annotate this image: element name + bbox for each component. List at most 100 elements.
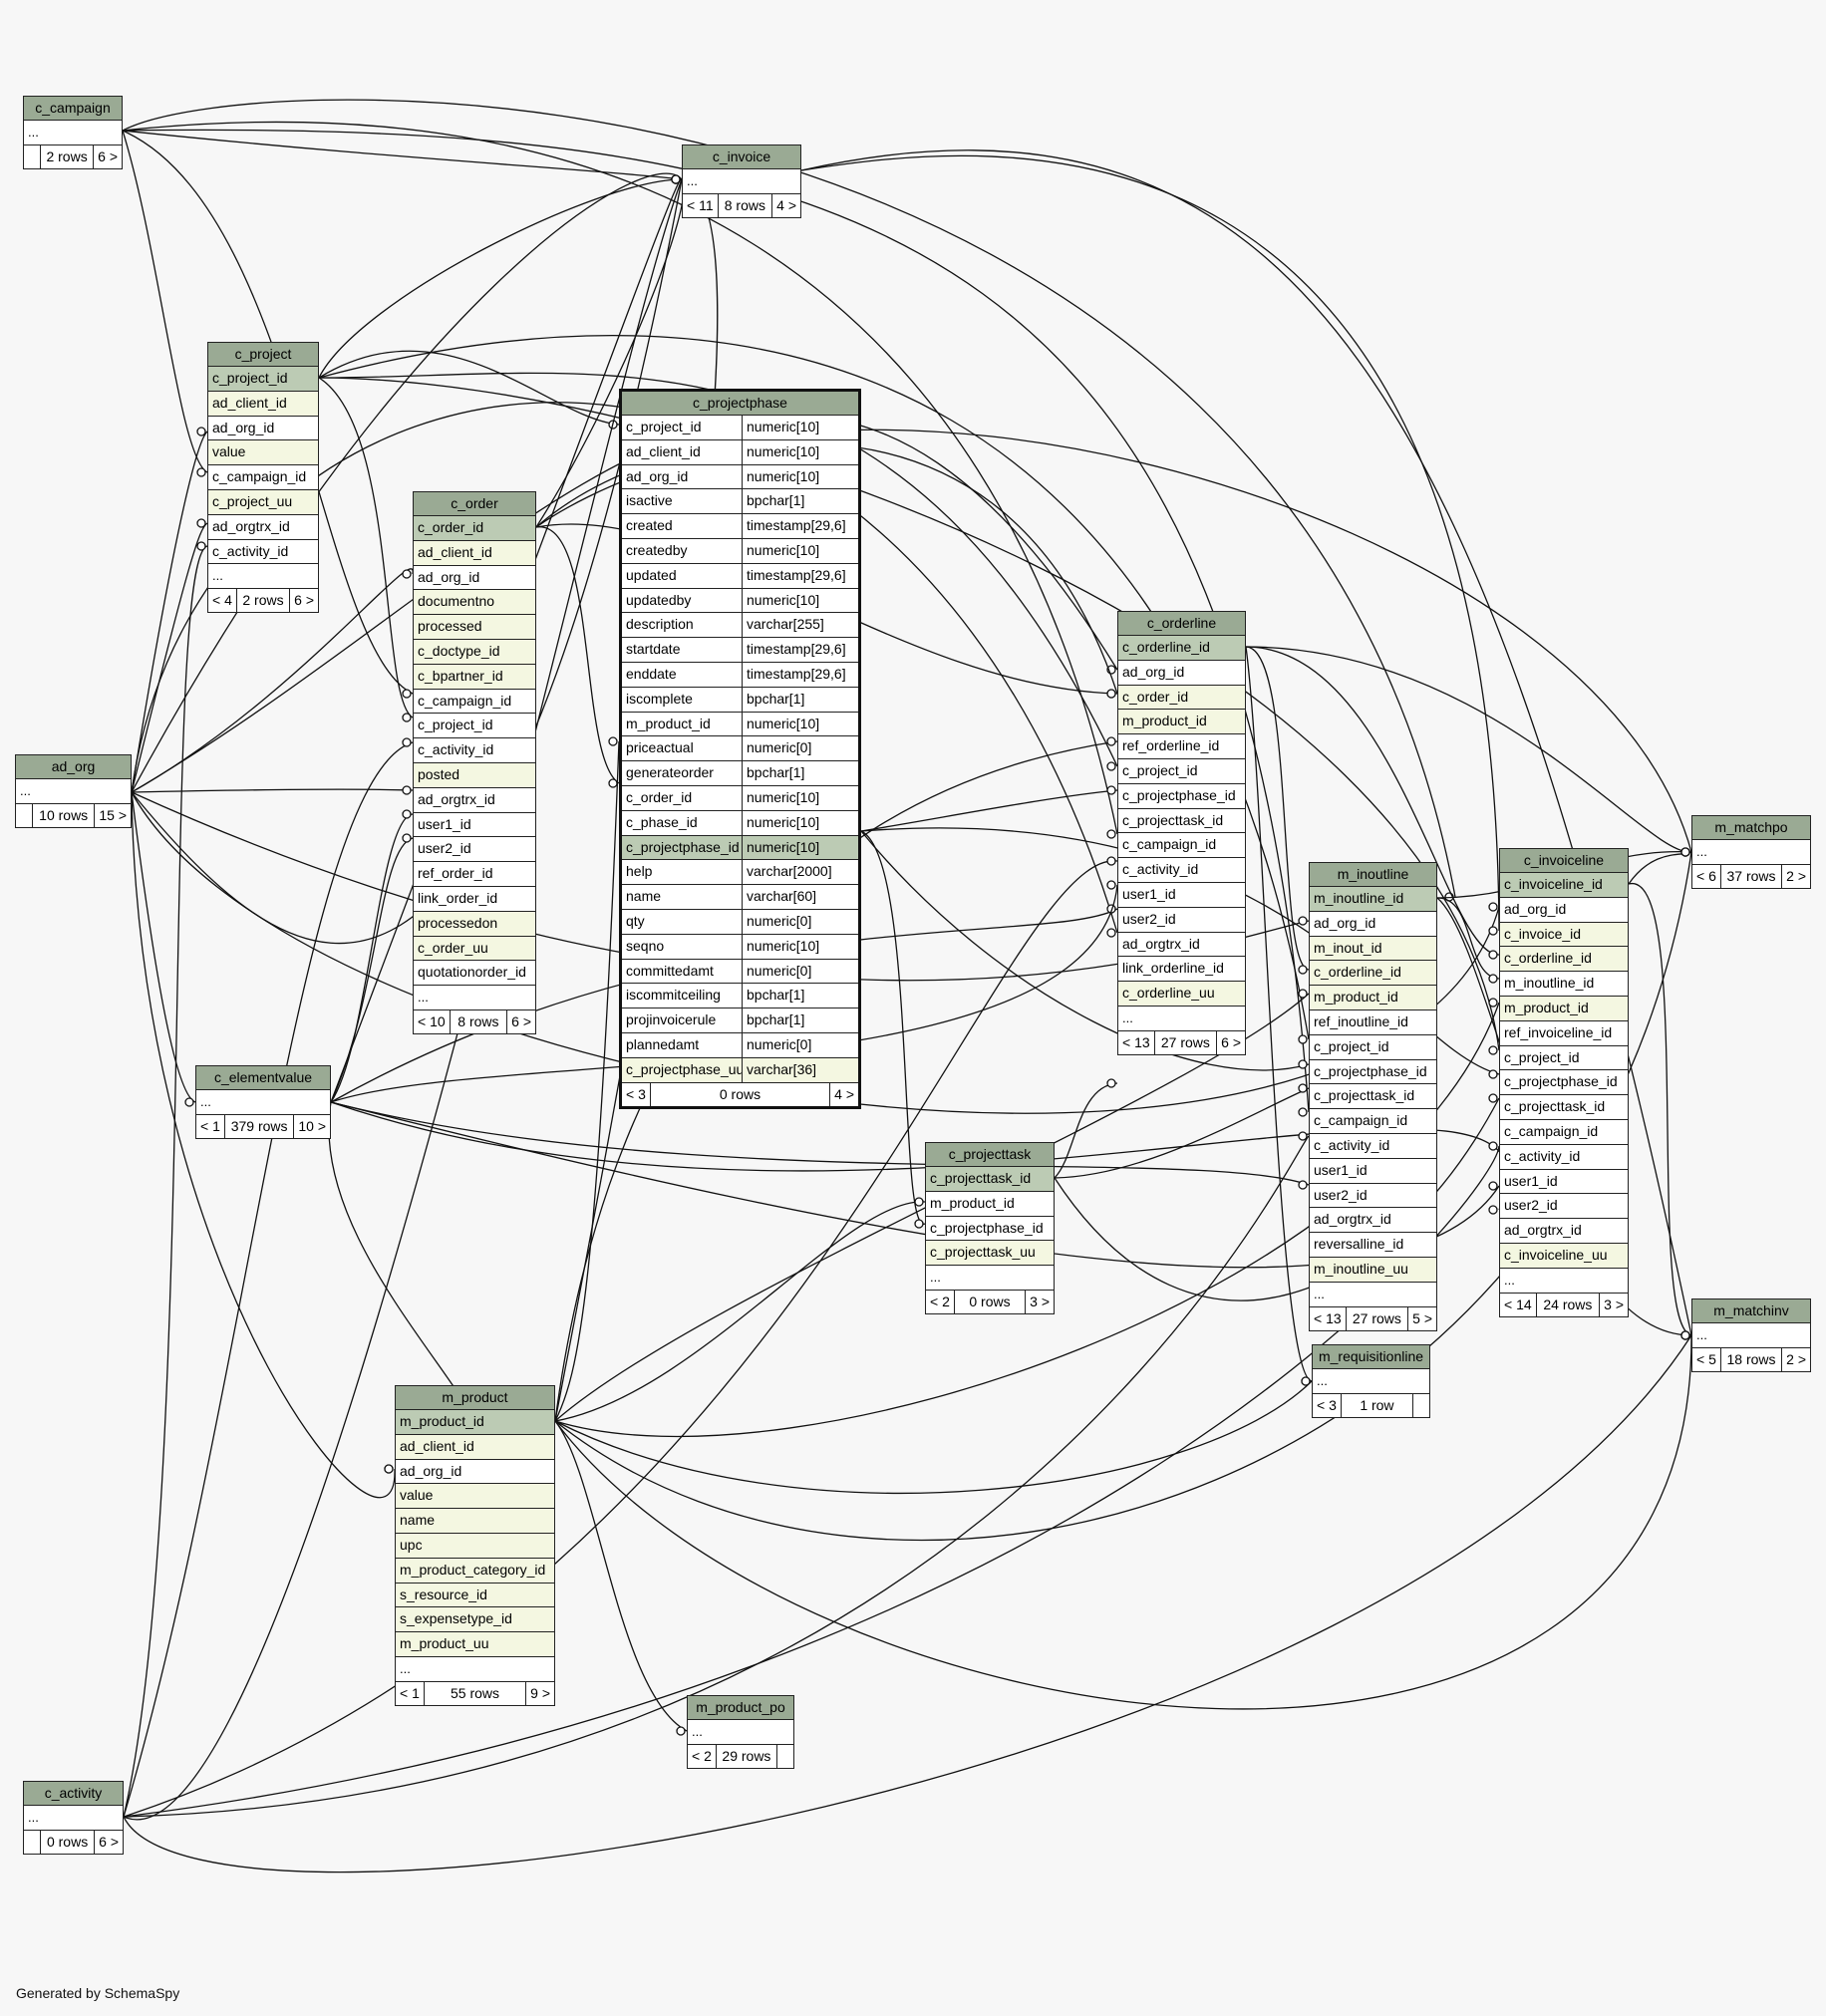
child-count[interactable]: 6 > <box>511 1012 531 1029</box>
child-count[interactable]: 3 > <box>1030 1293 1050 1309</box>
optional-marker <box>1298 1034 1308 1044</box>
parent-count[interactable] <box>24 144 41 168</box>
parent-count[interactable]: < 13 <box>1310 1306 1347 1330</box>
table-column: user1_id <box>1118 883 1245 908</box>
parent-count[interactable]: < 3 <box>1313 1393 1342 1417</box>
row-count[interactable]: 2 rows <box>41 144 95 168</box>
table-name[interactable]: c_orderline <box>1118 612 1245 636</box>
child-count[interactable]: 10 > <box>298 1117 326 1134</box>
parent-count[interactable]: < 3 <box>622 1082 651 1106</box>
child-count[interactable] <box>1413 1394 1429 1417</box>
table-name[interactable]: m_product <box>396 1386 554 1410</box>
parent-count[interactable]: < 1 <box>396 1681 425 1705</box>
table-name[interactable]: c_invoice <box>683 145 800 169</box>
row-count[interactable]: 55 rows <box>425 1681 527 1705</box>
row-count[interactable]: 29 rows <box>717 1744 777 1768</box>
row-count[interactable]: 2 rows <box>237 589 291 613</box>
child-count[interactable]: 6 > <box>1221 1033 1241 1050</box>
row-count[interactable]: 0 rows <box>41 1830 96 1854</box>
child-count[interactable]: 6 > <box>294 592 314 609</box>
table-column: c_orderline_id <box>1500 947 1628 973</box>
table-name[interactable]: c_campaign <box>24 97 122 121</box>
table-name[interactable]: m_matchpo <box>1692 816 1810 840</box>
child-count[interactable]: 3 > <box>1604 1296 1624 1312</box>
child-count[interactable]: 5 > <box>1412 1309 1432 1326</box>
parent-count[interactable]: < 13 <box>1118 1030 1155 1054</box>
parent-count[interactable]: < 1 <box>196 1114 225 1138</box>
row-count[interactable]: 379 rows <box>225 1114 295 1138</box>
child-count[interactable]: 2 > <box>1786 867 1806 884</box>
table-name[interactable]: ad_org <box>16 755 131 779</box>
row-count[interactable]: 27 rows <box>1347 1306 1409 1330</box>
table-name[interactable]: m_requisitionline <box>1313 1345 1429 1369</box>
row-count[interactable]: 8 rows <box>451 1009 508 1033</box>
child-count[interactable]: 4 > <box>834 1085 854 1102</box>
table-name[interactable]: c_projecttask <box>926 1143 1054 1167</box>
table-name[interactable]: m_matchinv <box>1692 1299 1810 1323</box>
row-count[interactable]: 8 rows <box>719 193 773 217</box>
optional-marker <box>402 809 412 819</box>
row-count[interactable]: 0 rows <box>651 1082 831 1106</box>
child-count[interactable] <box>777 1745 793 1768</box>
parent-count[interactable]: < 2 <box>688 1744 717 1768</box>
primary-key-column: c_orderline_id <box>1118 636 1245 661</box>
child-count[interactable]: 6 > <box>98 147 118 164</box>
parent-count[interactable]: < 14 <box>1500 1293 1537 1316</box>
column-name: c_campaign_id <box>1504 1122 1599 1139</box>
parent-count[interactable]: < 10 <box>414 1009 451 1033</box>
table-name[interactable]: m_product_po <box>688 1696 793 1720</box>
parent-count[interactable] <box>16 803 33 827</box>
child-count[interactable]: 2 > <box>1786 1350 1806 1367</box>
table-name[interactable]: c_activity <box>24 1782 123 1806</box>
parent-count[interactable] <box>24 1830 41 1854</box>
parent-count[interactable]: < 4 <box>208 589 237 613</box>
row-count[interactable]: 1 row <box>1342 1393 1413 1417</box>
relationship-edge <box>131 791 396 1499</box>
parent-count[interactable]: < 5 <box>1692 1347 1721 1371</box>
child-count[interactable]: 15 > <box>99 806 127 823</box>
parent-count[interactable]: < 11 <box>683 193 719 217</box>
relationship-edge <box>131 402 1118 934</box>
column-name: value <box>212 443 246 460</box>
child-count[interactable]: 4 > <box>776 196 796 213</box>
child-count[interactable]: 6 > <box>99 1833 119 1850</box>
child-count[interactable]: 9 > <box>530 1684 550 1701</box>
table-column: ad_org_id <box>414 566 535 591</box>
row-count[interactable]: 37 rows <box>1721 864 1783 888</box>
table-name[interactable]: c_order <box>414 492 535 516</box>
parent-count[interactable]: < 2 <box>926 1290 955 1313</box>
table-name[interactable]: c_project <box>208 343 318 367</box>
row-count[interactable]: 0 rows <box>955 1290 1027 1313</box>
table-name[interactable]: c_projectphase <box>622 392 858 416</box>
row-count[interactable]: 10 rows <box>33 803 96 827</box>
column-name: ad_orgtrx_id <box>212 517 290 534</box>
table-name[interactable]: c_invoiceline <box>1500 849 1628 873</box>
table-name[interactable]: c_elementvalue <box>196 1066 330 1090</box>
relationship-edge <box>122 121 1118 835</box>
column-type: numeric[10] <box>742 464 858 489</box>
table-name[interactable]: m_inoutline <box>1310 863 1436 887</box>
row-count[interactable]: 18 rows <box>1721 1347 1783 1371</box>
row-count[interactable]: 27 rows <box>1155 1030 1218 1054</box>
row-count[interactable]: 24 rows <box>1537 1293 1601 1316</box>
parent-count[interactable]: < 6 <box>1692 864 1721 888</box>
